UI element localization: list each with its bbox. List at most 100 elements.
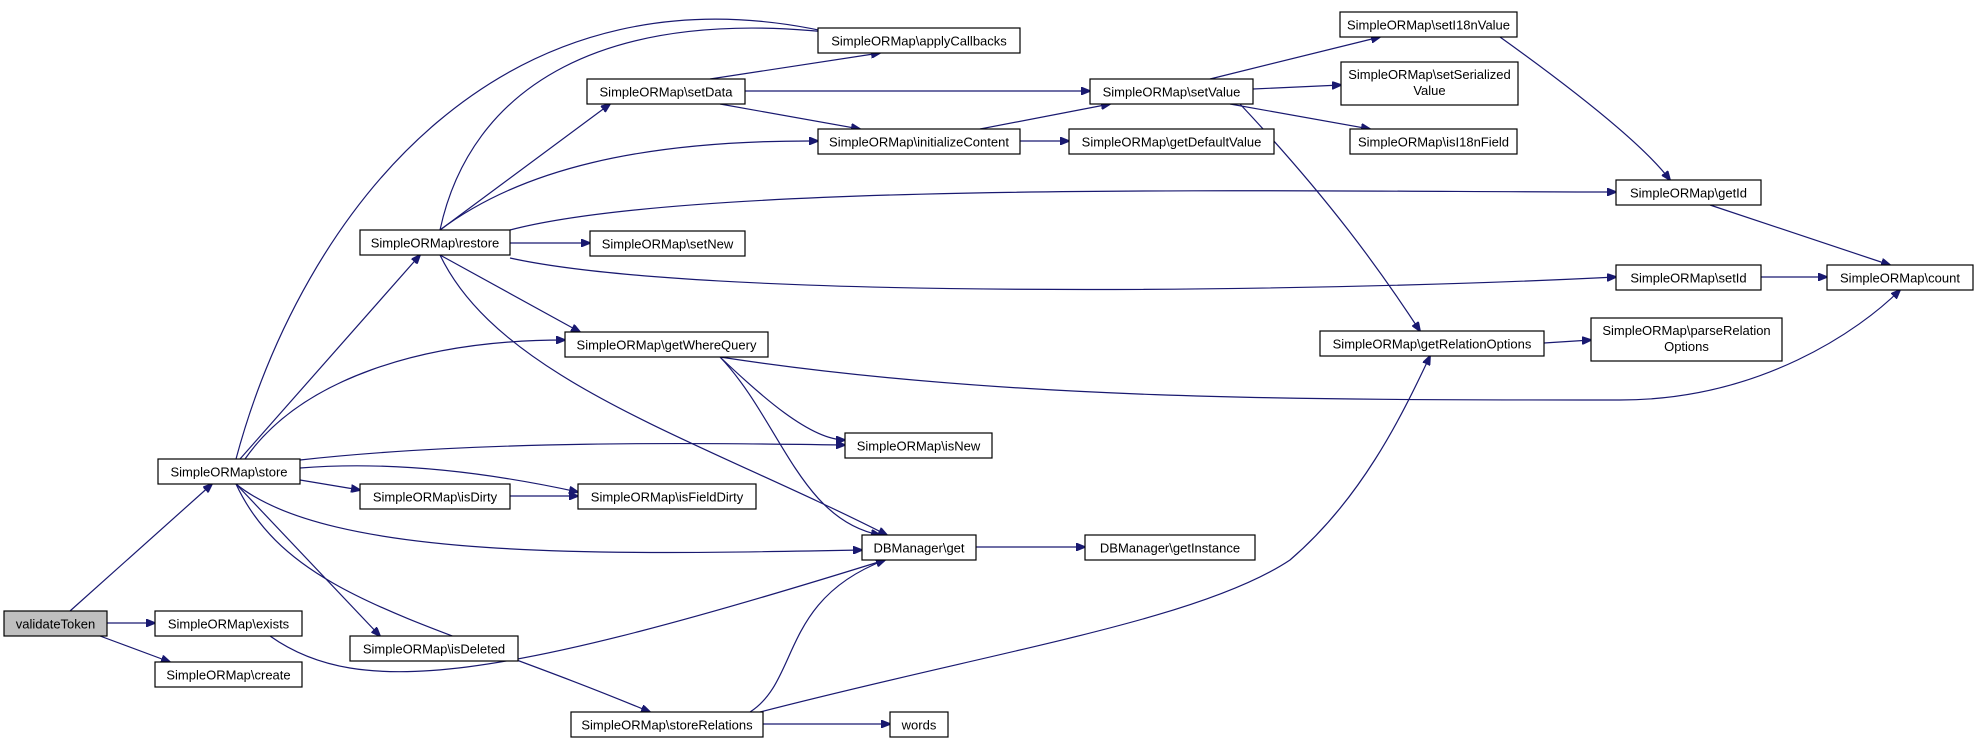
node-label-store: SimpleORMap\store — [170, 465, 287, 480]
edge-store-to-isNew — [299, 444, 845, 461]
node-isI18nField[interactable]: SimpleORMap\isI18nField — [1349, 128, 1518, 155]
node-label-setNew: SimpleORMap\setNew — [602, 237, 734, 252]
node-create[interactable]: SimpleORMap\create — [154, 661, 303, 688]
node-box-setId — [1615, 264, 1762, 291]
node-box-validateToken — [3, 610, 108, 637]
edge-restore-to-getWhereQuery — [439, 254, 580, 332]
node-validateToken[interactable]: validateToken — [3, 610, 108, 637]
node-box-exists — [154, 610, 303, 637]
edge-store-to-isDeleted — [235, 483, 380, 636]
edge-setValue-to-isI18nField — [1229, 103, 1370, 129]
edge-restore-to-setData — [439, 104, 610, 231]
node-box-storeRelations — [570, 711, 764, 738]
node-box-setNew — [589, 230, 746, 257]
node-setI18nValue[interactable]: SimpleORMap\setI18nValue — [1339, 11, 1518, 38]
node-label-dbget: DBManager\get — [873, 541, 964, 556]
node-box-count — [1826, 264, 1974, 291]
node-setData[interactable]: SimpleORMap\setData — [586, 78, 746, 105]
edge-setI18nValue-to-getId — [1499, 36, 1670, 180]
node-box-applyCallbacks — [817, 27, 1021, 54]
node-label-initializeContent: SimpleORMap\initializeContent — [829, 135, 1009, 150]
edge-exists-to-dbget — [269, 560, 885, 673]
node-setValue[interactable]: SimpleORMap\setValue — [1089, 78, 1254, 105]
nodes-layer: validateTokenSimpleORMap\storeSimpleORMa… — [3, 11, 1974, 738]
node-store[interactable]: SimpleORMap\store — [157, 458, 301, 485]
node-isDirty[interactable]: SimpleORMap\isDirty — [359, 483, 511, 510]
edge-store-to-isDirty — [299, 479, 360, 490]
node-exists[interactable]: SimpleORMap\exists — [154, 610, 303, 637]
node-label-setData: SimpleORMap\setData — [600, 85, 734, 100]
node-applyCallbacks[interactable]: SimpleORMap\applyCallbacks — [817, 27, 1021, 54]
edge-store-to-storeRelations — [235, 483, 650, 712]
edge-validateToken-to-store — [69, 484, 212, 612]
node-box-getRelationOptions — [1319, 330, 1545, 357]
node-label-restore: SimpleORMap\restore — [371, 236, 500, 251]
node-box-restore — [359, 229, 511, 256]
node-label-validateToken: validateToken — [16, 617, 96, 632]
node-getRelationOptions[interactable]: SimpleORMap\getRelationOptions — [1319, 330, 1545, 357]
edge-store-to-getWhereQuery — [244, 340, 565, 460]
edge-restore-to-initializeContent — [439, 141, 818, 231]
node-isFieldDirty[interactable]: SimpleORMap\isFieldDirty — [577, 483, 757, 510]
node-box-create — [154, 661, 303, 688]
node-label-applyCallbacks: SimpleORMap\applyCallbacks — [831, 34, 1007, 49]
node-box-getId — [1615, 179, 1762, 206]
node-box-isI18nField — [1349, 128, 1518, 155]
edge-setData-to-applyCallbacks — [709, 53, 880, 80]
node-label-isNew: SimpleORMap\isNew — [857, 439, 981, 454]
node-box-parseRelationOptions — [1590, 317, 1783, 362]
node-words[interactable]: words — [889, 711, 949, 738]
node-storeRelations[interactable]: SimpleORMap\storeRelations — [570, 711, 764, 738]
node-getDefaultValue[interactable]: SimpleORMap\getDefaultValue — [1068, 128, 1275, 155]
node-initializeContent[interactable]: SimpleORMap\initializeContent — [817, 128, 1021, 155]
edge-validateToken-to-create — [99, 635, 170, 662]
node-label-setId: SimpleORMap\setId — [1630, 271, 1746, 286]
node-getId[interactable]: SimpleORMap\getId — [1615, 179, 1762, 206]
edge-restore-to-applyCallbacks — [439, 27, 860, 231]
node-box-isDeleted — [349, 635, 519, 662]
node-box-store — [157, 458, 301, 485]
node-label-words: words — [901, 718, 937, 733]
edge-getRelationOptions-to-parseRelationOptions — [1543, 340, 1591, 343]
edge-initializeContent-to-setValue — [979, 104, 1110, 130]
node-dbget[interactable]: DBManager\get — [861, 534, 977, 561]
node-box-words — [889, 711, 949, 738]
node-box-isNew — [844, 432, 993, 459]
edge-restore-to-dbget — [439, 254, 887, 535]
node-label-getId: SimpleORMap\getId — [1630, 186, 1747, 201]
edge-setData-to-initializeContent — [719, 103, 860, 129]
node-label-isFieldDirty: SimpleORMap\isFieldDirty — [591, 490, 744, 505]
edge-getWhereQuery-to-isNew — [719, 356, 845, 440]
node-label-create: SimpleORMap\create — [166, 668, 290, 683]
node-getInstance[interactable]: DBManager\getInstance — [1084, 534, 1256, 561]
edge-store-to-dbget — [235, 483, 862, 552]
edge-getWhereQuery-to-count — [719, 290, 1900, 401]
node-box-setSerializedValue — [1340, 61, 1519, 106]
edge-store-to-isFieldDirty — [299, 465, 578, 492]
node-isNew[interactable]: SimpleORMap\isNew — [844, 432, 993, 459]
node-box-setI18nValue — [1339, 11, 1518, 38]
node-label-isDeleted: SimpleORMap\isDeleted — [363, 642, 505, 657]
node-isDeleted[interactable]: SimpleORMap\isDeleted — [349, 635, 519, 662]
node-label-setI18nValue: SimpleORMap\setI18nValue — [1347, 18, 1510, 33]
node-label-exists: SimpleORMap\exists — [168, 617, 290, 632]
node-label-setValue: SimpleORMap\setValue — [1103, 85, 1241, 100]
node-box-isFieldDirty — [577, 483, 757, 510]
node-box-dbget — [861, 534, 977, 561]
node-restore[interactable]: SimpleORMap\restore — [359, 229, 511, 256]
node-setNew[interactable]: SimpleORMap\setNew — [589, 230, 746, 257]
node-getWhereQuery[interactable]: SimpleORMap\getWhereQuery — [564, 331, 769, 358]
node-setId[interactable]: SimpleORMap\setId — [1615, 264, 1762, 291]
edge-restore-to-getId — [509, 191, 1616, 231]
node-box-getWhereQuery — [564, 331, 769, 358]
node-label-getInstance: DBManager\getInstance — [1100, 541, 1240, 556]
edge-setValue-to-setSerializedValue — [1252, 85, 1341, 90]
edges-layer — [69, 18, 1900, 724]
edge-storeRelations-to-getRelationOptions — [759, 356, 1430, 713]
node-count[interactable]: SimpleORMap\count — [1826, 264, 1974, 291]
edge-restore-to-setId — [509, 257, 1616, 291]
